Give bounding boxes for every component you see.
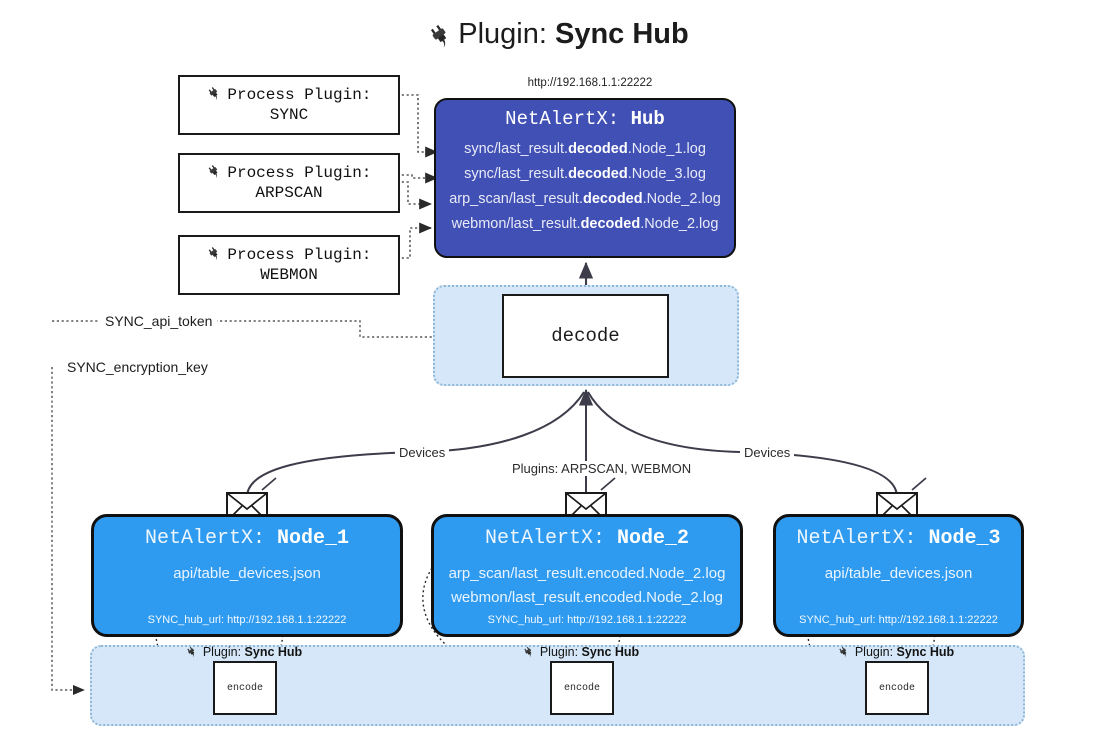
page-title: Plugin: Sync Hub [0,18,1117,52]
edge-label-devices-left: Devices [395,445,450,460]
node-hub-url: SYNC_hub_url: http://192.168.1.1:22222 [147,614,347,626]
node-box-node-3[interactable]: NetAlertX: Node_3 api/table_devices.json… [773,514,1024,637]
plug-icon [838,645,854,659]
hub-node[interactable]: NetAlertX: Hub sync/last_result.decoded.… [434,98,736,258]
plug-icon [523,645,539,659]
encode-plugin-label: Plugin: Sync Hub [523,645,639,659]
encode-plugin-label: Plugin: Sync Hub [838,645,954,659]
encode-box[interactable]: encode [865,661,929,715]
hub-log-row: sync/last_result.decoded.Node_1.log [464,141,706,157]
node-box-node-2[interactable]: NetAlertX: Node_2 arp_scan/last_result.e… [431,514,743,637]
hub-log-row: sync/last_result.decoded.Node_3.log [464,165,706,182]
page-title-prefix: Plugin: [458,18,555,50]
sync-api-token-label: SYNC_api_token [100,313,218,329]
sync-encryption-key-label: SYNC_encryption_key [62,359,213,375]
plug-icon [186,645,202,659]
node-line: api/table_devices.json [173,565,321,582]
decode-box[interactable]: decode [502,294,669,378]
edge-label-plugins: Plugins: ARPSCAN, WEBMON [508,461,696,476]
hub-title-prefix: NetAlertX: [505,108,631,130]
process-plugin-name: SYNC [269,106,309,124]
hub-url-label: http://192.168.1.1:22222 [527,77,653,89]
process-plugin-title: Process Plugin: [227,85,372,104]
process-plugin-arpscan[interactable]: Process Plugin: ARPSCAN [178,153,400,213]
plug-icon [207,85,227,103]
plug-icon [428,21,454,52]
plug-icon [207,163,227,181]
encode-box[interactable]: encode [550,661,614,715]
process-plugin-webmon[interactable]: Process Plugin: WEBMON [178,235,400,295]
node-line: arp_scan/last_result.encoded.Node_2.log [448,565,726,582]
node-box-node-1[interactable]: NetAlertX: Node_1 api/table_devices.json… [91,514,403,637]
node-line: api/table_devices.json [824,565,973,582]
node-hub-url: SYNC_hub_url: http://192.168.1.1:22222 [799,614,998,626]
hub-log-list: sync/last_result.decoded.Node_1.log sync… [436,137,734,237]
process-plugin-name: WEBMON [260,266,318,284]
process-plugin-sync[interactable]: Process Plugin: SYNC [178,75,400,135]
process-plugin-title: Process Plugin: [227,245,372,264]
encode-box[interactable]: encode [213,661,277,715]
hub-log-row: arp_scan/last_result.decoded.Node_2.log [449,190,721,207]
node-line: webmon/last_result.encoded.Node_2.log [451,589,723,607]
plug-icon [207,245,227,263]
edge-label-devices-right: Devices [740,445,795,460]
process-plugin-title: Process Plugin: [227,163,372,182]
hub-title-name: Hub [630,108,665,130]
hub-log-row: webmon/last_result.decoded.Node_2.log [451,215,719,232]
process-plugin-name: ARPSCAN [255,184,323,202]
encode-plugin-label: Plugin: Sync Hub [186,645,302,659]
page-title-name: Sync Hub [554,18,689,50]
node-hub-url: SYNC_hub_url: http://192.168.1.1:22222 [487,614,687,626]
